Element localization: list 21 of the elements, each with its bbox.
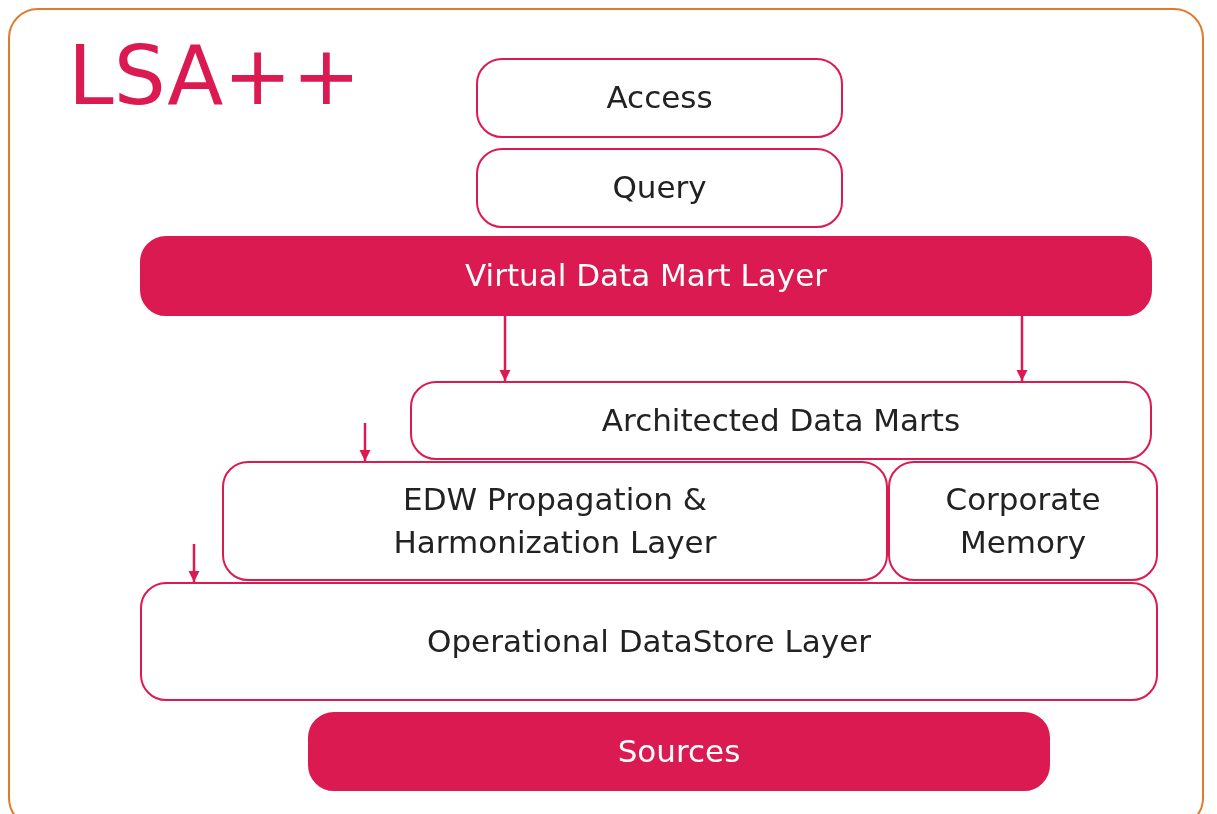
layer-box bbox=[222, 461, 888, 581]
arrow bbox=[359, 423, 371, 461]
arrow bbox=[188, 544, 200, 582]
layer-label: Query bbox=[612, 168, 707, 208]
layer-label: Operational DataStore Layer bbox=[427, 621, 871, 661]
layer-bar bbox=[140, 236, 1152, 316]
access-box bbox=[476, 58, 843, 138]
title: LSA++ bbox=[68, 28, 361, 123]
query-box bbox=[476, 148, 843, 228]
layer-label: Corporate Memory bbox=[944, 479, 1102, 562]
layer-label: EDW Propagation & Harmonization Layer bbox=[392, 479, 718, 562]
arrow bbox=[1016, 316, 1028, 381]
layer-box bbox=[140, 582, 1158, 701]
layer-label: Architected Data Marts bbox=[601, 400, 961, 440]
layer-box bbox=[410, 381, 1152, 460]
arrow bbox=[499, 316, 511, 381]
layer-label: Sources bbox=[617, 731, 741, 771]
layer-label: Virtual Data Mart Layer bbox=[465, 256, 827, 296]
sources-bar bbox=[308, 712, 1050, 791]
layer-box bbox=[888, 461, 1158, 581]
layer-label: Access bbox=[606, 78, 713, 118]
